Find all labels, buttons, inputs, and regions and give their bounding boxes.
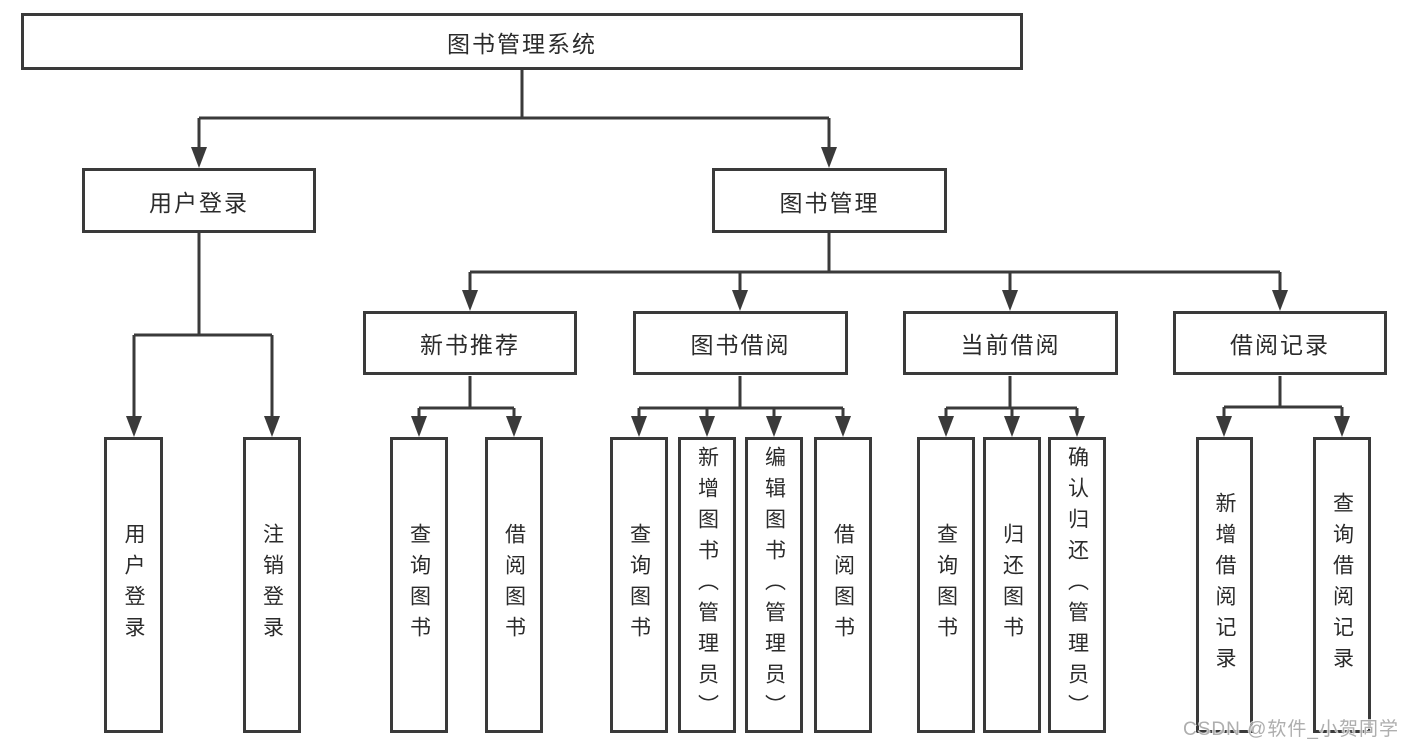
arrowhead: [835, 416, 851, 437]
leaf-return-book: 归还图书: [983, 437, 1041, 733]
leaf-confirm-return-admin: 确认归还（管理员）: [1048, 437, 1106, 733]
node-borrow-records: 借阅记录: [1173, 311, 1387, 375]
arrowhead: [264, 416, 280, 437]
arrowhead: [462, 290, 478, 311]
arrowhead: [1069, 416, 1085, 437]
arrowhead: [938, 416, 954, 437]
arrowhead: [191, 147, 207, 168]
node-book-management: 图书管理: [712, 168, 947, 233]
node-current-borrow: 当前借阅: [903, 311, 1118, 375]
arrowhead: [766, 416, 782, 437]
arrowhead: [732, 290, 748, 311]
leaf-query-book-borrow: 查询图书: [610, 437, 668, 733]
node-book-borrow: 图书借阅: [633, 311, 848, 375]
arrowhead: [821, 147, 837, 168]
arrowhead: [126, 416, 142, 437]
leaf-borrow-book-recommend: 借阅图书: [485, 437, 543, 733]
node-user-login: 用户登录: [82, 168, 316, 233]
leaf-edit-book-admin: 编辑图书（管理员）: [745, 437, 803, 733]
leaf-add-book-admin: 新增图书（管理员）: [678, 437, 736, 733]
arrowhead: [631, 416, 647, 437]
arrowheads: [126, 147, 1350, 437]
leaf-user-login: 用户登录: [104, 437, 163, 733]
arrowhead: [699, 416, 715, 437]
leaf-query-book-current: 查询图书: [917, 437, 975, 733]
node-new-book-recommend: 新书推荐: [363, 311, 577, 375]
leaf-query-book-recommend: 查询图书: [390, 437, 448, 733]
leaf-borrow-book: 借阅图书: [814, 437, 872, 733]
csdn-watermark: CSDN @软件_小贺同学: [1183, 719, 1399, 740]
leaf-add-borrow-record: 新增借阅记录: [1196, 437, 1253, 733]
leaf-query-borrow-record: 查询借阅记录: [1313, 437, 1371, 733]
arrowhead: [1272, 290, 1288, 311]
leaf-logout: 注销登录: [243, 437, 301, 733]
arrowhead: [411, 416, 427, 437]
arrowhead: [1216, 416, 1232, 437]
arrowhead: [1002, 290, 1018, 311]
arrowhead: [1004, 416, 1020, 437]
arrowhead: [1334, 416, 1350, 437]
arrowhead: [506, 416, 522, 437]
node-root: 图书管理系统: [21, 13, 1023, 70]
